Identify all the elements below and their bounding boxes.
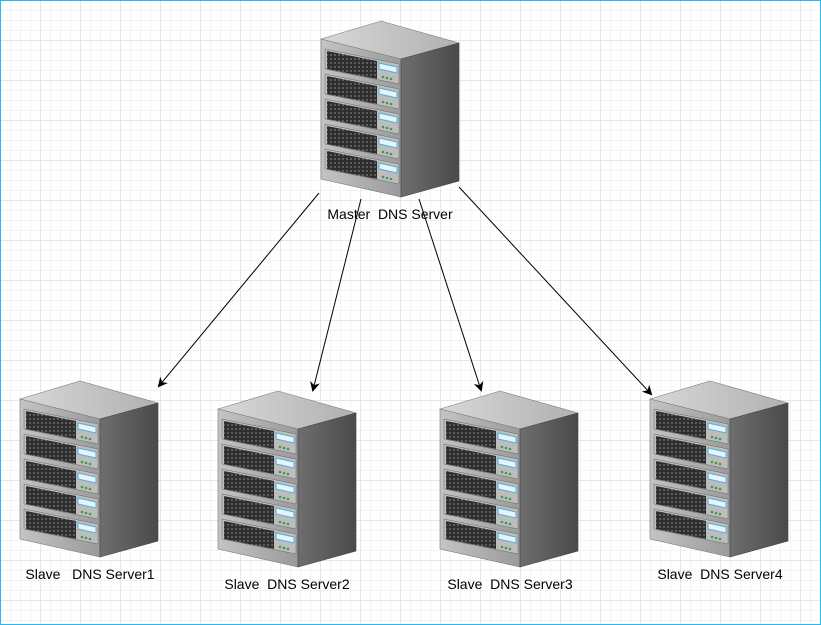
server-rack-icon: [217, 390, 357, 568]
server-rack-icon: [19, 380, 159, 558]
server-rack-icon: [439, 390, 579, 568]
connections: [157, 186, 653, 396]
slave-dns-server-3-label: Slave DNS Server3: [447, 576, 572, 592]
master-dns-server-label: Master DNS Server: [327, 206, 453, 222]
connection-master-slave-1[interactable]: [157, 192, 320, 388]
connection-master-slave-2[interactable]: [310, 198, 362, 392]
slave-dns-server-3-node[interactable]: Slave DNS Server3: [439, 390, 579, 592]
slave-dns-server-4-node[interactable]: Slave DNS Server4: [649, 380, 789, 582]
server-rack-icon: [320, 20, 460, 198]
slave-dns-server-4-label: Slave DNS Server4: [657, 566, 782, 582]
connection-master-slave-3[interactable]: [418, 198, 484, 392]
slave-dns-server-1-node[interactable]: Slave DNS Server1: [19, 380, 159, 582]
slave-dns-server-1-label: Slave DNS Server1: [25, 566, 154, 582]
slave-dns-server-2-node[interactable]: Slave DNS Server2: [217, 390, 357, 592]
connection-master-slave-4[interactable]: [458, 186, 653, 396]
server-rack-icon: [649, 380, 789, 558]
slave-dns-server-2-label: Slave DNS Server2: [224, 576, 349, 592]
master-dns-server-node[interactable]: Master DNS Server: [320, 20, 460, 222]
